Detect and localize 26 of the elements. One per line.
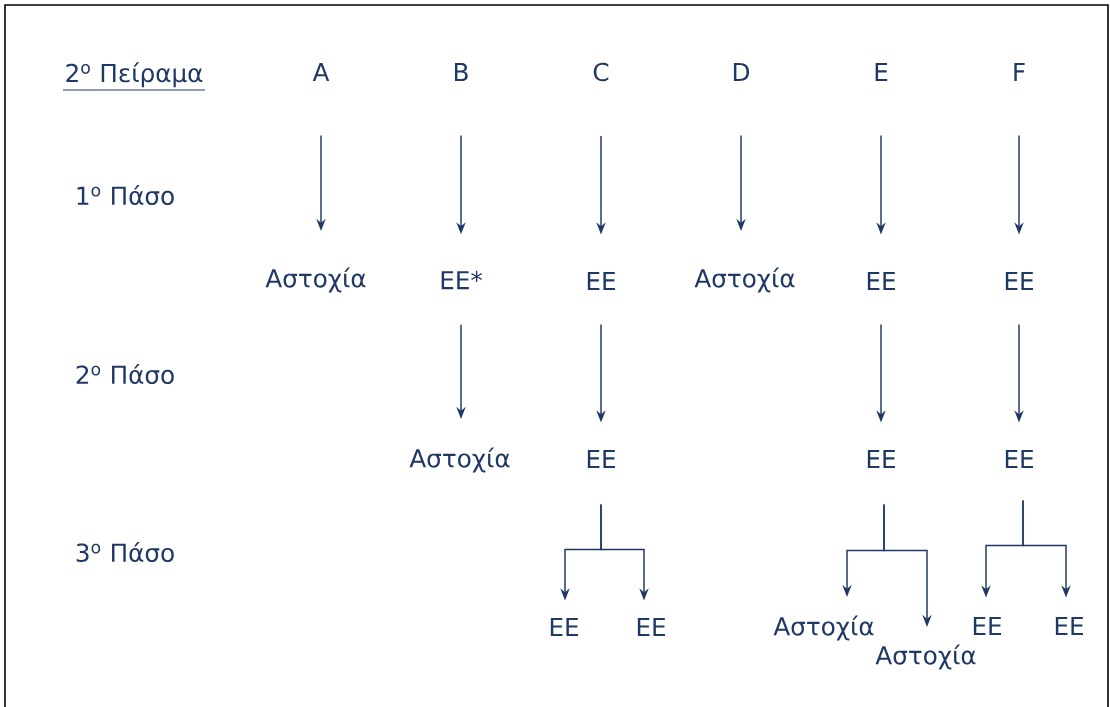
title: 2$^{ο}$ Πείραμα bbox=[62, 62, 206, 91]
column-heading: D bbox=[733, 63, 750, 81]
step-label: 3$^{ο}$ Πάσο bbox=[76, 541, 174, 563]
result-text: Αστοχία bbox=[875, 644, 976, 670]
result-text: EE bbox=[587, 450, 615, 468]
column-heading: C bbox=[593, 62, 609, 82]
result-text: Αστοχία bbox=[265, 267, 366, 293]
step-label: 2$^{ο}$ Πάσο bbox=[76, 363, 174, 385]
result-text: EE bbox=[550, 618, 578, 636]
column-heading: F bbox=[1014, 63, 1025, 81]
result-text: EE bbox=[1005, 450, 1034, 468]
result-text: EE bbox=[1055, 617, 1084, 635]
result-text: EE* bbox=[441, 270, 483, 290]
column-heading: B bbox=[454, 63, 468, 81]
result-text: Αστοχία bbox=[694, 267, 795, 293]
step-label: 1$^{ο}$ Πάσο bbox=[77, 184, 174, 206]
result-text: EE bbox=[867, 450, 895, 468]
result-text: EE bbox=[637, 618, 665, 636]
result-text: Αστοχία bbox=[773, 615, 874, 641]
result-text: EE bbox=[973, 617, 1002, 635]
result-text: EE bbox=[587, 272, 615, 290]
column-heading: E bbox=[875, 63, 888, 81]
result-text: EE bbox=[1005, 272, 1034, 290]
result-text: Αστοχία bbox=[409, 447, 510, 473]
result-text: EE bbox=[867, 272, 895, 290]
column-heading: A bbox=[312, 63, 330, 81]
